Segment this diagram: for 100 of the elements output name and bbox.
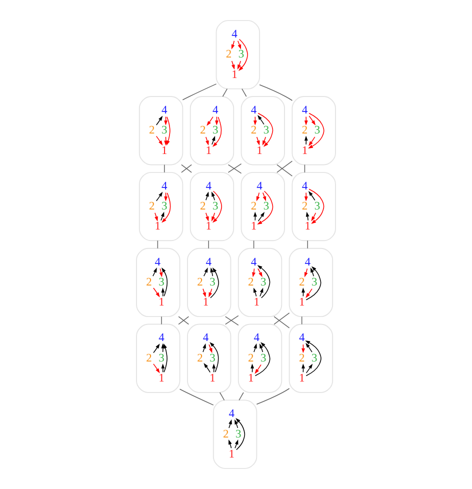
node-text: 3 (210, 276, 216, 288)
node-text: 1 (154, 220, 161, 233)
cluster (292, 96, 336, 166)
connector (242, 88, 247, 97)
node-text: 4 (304, 256, 310, 268)
node-text: 1 (232, 68, 238, 81)
cluster (138, 172, 184, 242)
cluster (240, 96, 285, 166)
arrow (237, 40, 242, 50)
connector (182, 84, 217, 100)
node-text: 3 (314, 200, 320, 213)
arrow (306, 212, 310, 221)
cluster (238, 324, 282, 393)
node-text: 3 (212, 124, 218, 137)
node-text: 1 (298, 296, 305, 309)
arrow (161, 288, 165, 297)
cluster (190, 96, 234, 166)
node-text: 4 (212, 104, 218, 116)
arrow (254, 288, 257, 297)
node-text: 3 (162, 124, 168, 137)
cluster (187, 248, 232, 318)
node-text: 3 (260, 352, 266, 364)
node-text: 3 (158, 352, 164, 364)
arrow (208, 344, 212, 354)
arrow (260, 343, 264, 352)
node-text: 4 (256, 180, 262, 192)
arrow (211, 192, 216, 201)
node-text: 2 (197, 276, 203, 288)
node-text: 2 (200, 124, 206, 137)
arrow (164, 344, 168, 373)
node-text: 1 (298, 372, 305, 385)
connector (179, 388, 214, 406)
cluster (138, 96, 184, 166)
node-text: 3 (314, 124, 320, 137)
connector (181, 164, 192, 173)
node-text: 4 (158, 332, 164, 344)
connector (164, 164, 165, 173)
arrow (238, 38, 248, 71)
arrow (254, 342, 270, 376)
connector (238, 392, 244, 401)
node-text: 2 (200, 200, 206, 213)
node-text: 4 (232, 28, 238, 40)
arrow (161, 364, 165, 373)
node-text: 1 (256, 144, 262, 157)
node-text: 3 (212, 200, 218, 213)
arrow (262, 136, 266, 146)
arrow (237, 60, 242, 70)
node-text: 1 (302, 144, 308, 157)
node-text: 2 (248, 276, 254, 288)
connector (256, 388, 290, 405)
arrow (308, 112, 324, 149)
arrow (162, 267, 168, 297)
arrow (156, 192, 163, 202)
node-text: 2 (197, 352, 203, 364)
node-text: 4 (298, 332, 305, 344)
cluster (136, 248, 180, 318)
arrow (206, 116, 214, 126)
node-text: 4 (206, 180, 212, 192)
node-text: 3 (238, 48, 244, 61)
connector (208, 240, 209, 249)
node-text: 1 (254, 296, 260, 309)
node-text: 2 (146, 276, 152, 288)
arrow (304, 192, 308, 202)
node-text: 4 (250, 256, 257, 268)
arrow (306, 342, 312, 352)
node-text: 4 (162, 180, 168, 192)
arrow (156, 136, 163, 146)
arrow (305, 340, 322, 376)
arrow (304, 116, 308, 126)
arrow (306, 288, 312, 298)
node-text: 1 (158, 372, 164, 385)
cluster (212, 400, 258, 469)
node-text: 2 (149, 200, 155, 213)
node-text: 2 (302, 200, 308, 213)
node-text: 4 (254, 332, 260, 344)
cluster (136, 324, 180, 393)
node-text: 3 (158, 276, 164, 288)
arrow (154, 212, 158, 222)
connector (259, 84, 293, 101)
arrow (166, 116, 170, 146)
cluster (288, 248, 334, 318)
node-text: 2 (298, 276, 305, 288)
arrow (161, 343, 165, 352)
node-text: 1 (162, 144, 168, 157)
arrow (212, 136, 216, 145)
arrow (310, 268, 314, 276)
node-text: 1 (248, 372, 254, 385)
connector (222, 88, 228, 97)
cluster (216, 20, 260, 90)
node-text: 1 (304, 220, 310, 233)
arrow (304, 136, 308, 145)
arrow (228, 419, 232, 428)
arrow (152, 268, 157, 276)
arrow (256, 136, 260, 146)
arrow (231, 60, 235, 70)
node-text: 3 (162, 200, 168, 213)
node-text: 2 (223, 428, 229, 440)
connector (274, 312, 290, 325)
node-text: 2 (250, 124, 257, 137)
cluster (187, 324, 232, 393)
